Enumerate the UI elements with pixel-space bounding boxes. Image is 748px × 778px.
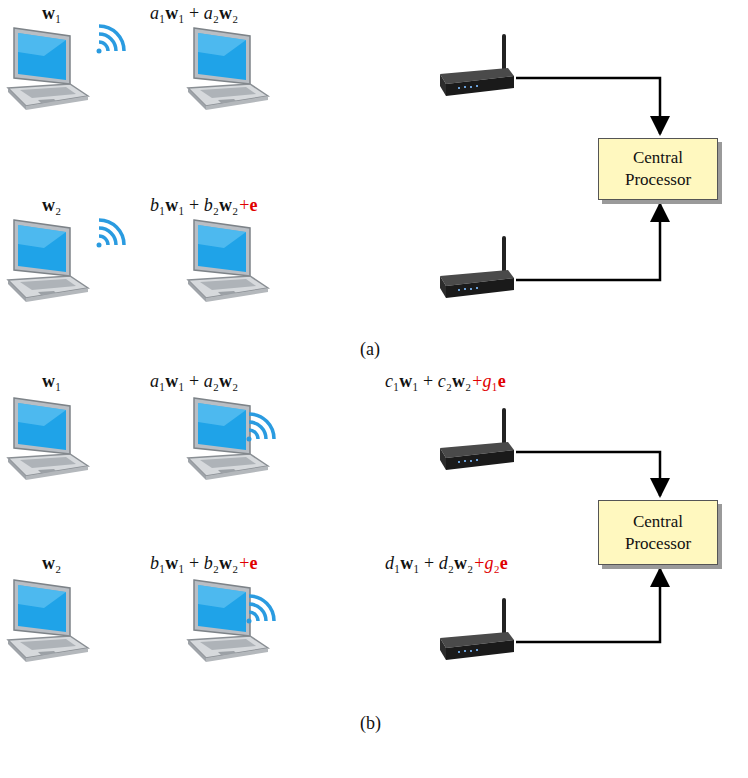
laptop-icon <box>8 580 88 662</box>
processor-box: Central Processor <box>598 500 718 565</box>
box-text: Central Processor <box>599 143 717 195</box>
label-group: w₁ <box>42 2 61 24</box>
label-group: a₁w₁ + a₂w₂ <box>150 370 238 392</box>
label-group: a₁w₁ + a₂w₂ <box>150 2 238 24</box>
router-icon <box>440 36 514 96</box>
label-group: (a) <box>360 338 380 360</box>
panel-label: (a) <box>360 338 380 360</box>
laptop-icon <box>188 580 268 662</box>
laptop-icon <box>188 398 268 480</box>
wifi-icon <box>247 596 275 624</box>
laptop-icon <box>8 398 88 480</box>
label-group: c₁w₁ + c₂w₂+g₁e <box>385 370 506 392</box>
signal-expression: w₂ <box>42 194 61 216</box>
wire <box>516 78 660 134</box>
signal-expression: d₁w₁ + d₂w₂ <box>385 552 473 574</box>
signal-expression: w₁ <box>42 370 61 392</box>
signal-expression: b₁w₁ + b₂w₂ <box>150 194 238 216</box>
label-group: b₁w₁ + b₂w₂+e <box>150 194 257 216</box>
label-group: b₁w₁ + b₂w₂+e <box>150 552 257 574</box>
signal-expression: c₁w₁ + c₂w₂ <box>385 370 471 392</box>
panel-label: (b) <box>360 712 381 734</box>
laptop-icon <box>188 28 268 110</box>
signal-expression: +g₂e <box>474 552 507 574</box>
signal-expression: +g₁e <box>472 370 505 392</box>
signal-expression: b₁w₁ + b₂w₂ <box>150 552 238 574</box>
signal-expression: a₁w₁ + a₂w₂ <box>150 370 238 392</box>
wire <box>516 569 660 642</box>
router-icon <box>440 600 514 660</box>
wire <box>516 452 660 496</box>
signal-expression: w₂ <box>42 552 61 574</box>
signal-expression: a₁w₁ + a₂w₂ <box>150 2 238 24</box>
router-icon <box>440 238 514 298</box>
wifi-icon <box>97 220 125 248</box>
signal-expression: +e <box>239 552 257 574</box>
signal-expression: +e <box>239 194 257 216</box>
laptop-icon <box>188 220 268 302</box>
laptop-icon <box>8 220 88 302</box>
router-icon <box>440 410 514 470</box>
label-group: w₁ <box>42 370 61 392</box>
signal-expression: w₁ <box>42 2 61 24</box>
wire <box>516 204 660 280</box>
wifi-icon <box>97 26 125 54</box>
label-group: w₂ <box>42 194 61 216</box>
label-group: w₂ <box>42 552 61 574</box>
laptop-icon <box>8 28 88 110</box>
wifi-icon <box>247 414 275 442</box>
label-group: (b) <box>360 712 381 734</box>
processor-box: Central Processor <box>598 138 718 200</box>
box-text: Central Processor <box>599 507 717 559</box>
label-group: d₁w₁ + d₂w₂+g₂e <box>385 552 508 574</box>
